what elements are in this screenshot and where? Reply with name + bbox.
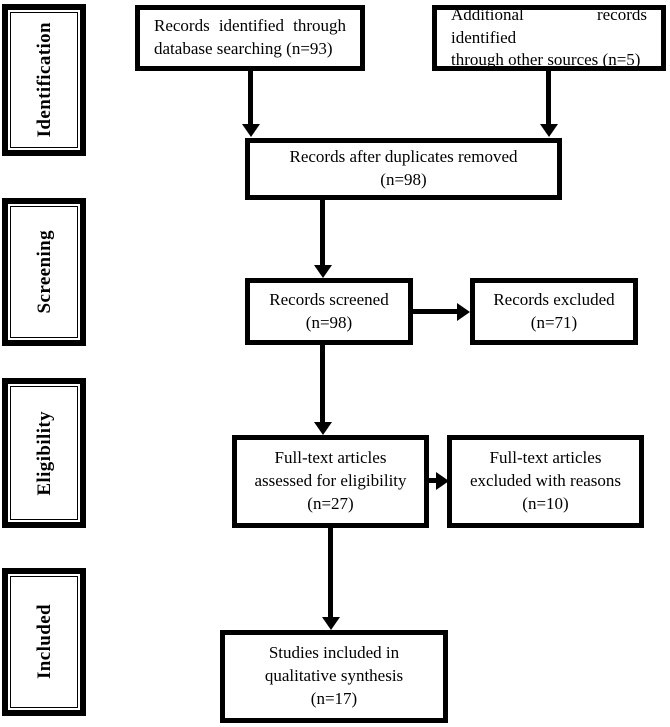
arrowhead-other-sources-to-duplicates xyxy=(539,124,558,137)
node-line-2: excluded with reasons xyxy=(469,471,622,491)
arrowhead-db-search-to-duplicates xyxy=(241,124,260,137)
node-records-excluded: Records excluded (n=71) xyxy=(470,278,638,345)
connector-fulltext-to-included xyxy=(328,528,333,618)
arrowhead-screened-to-excluded xyxy=(457,302,470,321)
stage-label-identification: Identification xyxy=(33,22,55,138)
node-line-2: through other sources (n=5) xyxy=(451,50,641,70)
connector-fulltext-to-excluded xyxy=(429,478,440,483)
connector-screened-to-fulltext xyxy=(320,345,325,423)
node-line-1: Additional records identified xyxy=(451,4,647,47)
stage-box-inner: Identification xyxy=(10,12,78,148)
node-line-2: database searching (n=93) xyxy=(154,39,333,58)
node-additional-records-other-sources: Additional records identified through ot… xyxy=(432,5,666,71)
node-records-after-duplicates-removed: Records after duplicates removed (n=98) xyxy=(245,138,562,200)
node-line-2: assessed for eligibility xyxy=(254,471,407,491)
node-line-3: (n=17) xyxy=(310,688,358,708)
stage-label-eligibility: Eligibility xyxy=(33,410,55,496)
node-line-2: (n=71) xyxy=(530,312,578,332)
node-fulltext-articles-assessed: Full-text articles assessed for eligibil… xyxy=(232,435,429,528)
node-line-1: Records screened xyxy=(269,289,389,309)
node-line-1: Studies included in xyxy=(268,643,400,663)
node-records-screened: Records screened (n=98) xyxy=(245,278,413,345)
arrowhead-fulltext-to-excluded xyxy=(436,471,449,490)
stage-box-inner: Eligibility xyxy=(10,386,78,520)
node-line-2: qualitative synthesis xyxy=(264,666,404,686)
connector-db-search-to-duplicates xyxy=(248,71,253,125)
node-records-identified-database: Records identified through database sear… xyxy=(135,5,365,71)
connector-screened-to-excluded xyxy=(413,309,460,314)
stage-box-included: Included xyxy=(2,568,86,716)
node-line-2: (n=98) xyxy=(380,170,427,189)
stage-label-screening: Screening xyxy=(33,230,55,314)
connector-other-sources-to-duplicates xyxy=(546,71,551,125)
stage-box-inner: Screening xyxy=(10,206,78,338)
stage-box-inner: Included xyxy=(10,576,78,708)
connector-duplicates-to-screened xyxy=(320,200,325,266)
stage-box-eligibility: Eligibility xyxy=(2,378,86,528)
stage-label-included: Included xyxy=(33,604,55,680)
node-line-3: (n=10) xyxy=(522,493,569,513)
arrowhead-fulltext-to-included xyxy=(321,617,340,630)
node-line-1: Records excluded xyxy=(493,289,615,309)
arrowhead-screened-to-fulltext xyxy=(313,422,332,435)
node-line-2: (n=98) xyxy=(305,312,353,332)
node-line-1: Records identified through xyxy=(154,16,346,36)
node-line-3: (n=27) xyxy=(307,493,354,513)
node-line-1: Full-text articles xyxy=(489,448,602,468)
node-studies-included-qualitative: Studies included in qualitative synthesi… xyxy=(220,630,448,723)
stage-box-identification: Identification xyxy=(2,4,86,156)
node-fulltext-articles-excluded: Full-text articles excluded with reasons… xyxy=(447,435,644,528)
node-line-1: Records after duplicates removed xyxy=(289,147,518,167)
node-line-1: Full-text articles xyxy=(274,448,387,468)
arrowhead-duplicates-to-screened xyxy=(313,265,332,278)
stage-box-screening: Screening xyxy=(2,198,86,346)
